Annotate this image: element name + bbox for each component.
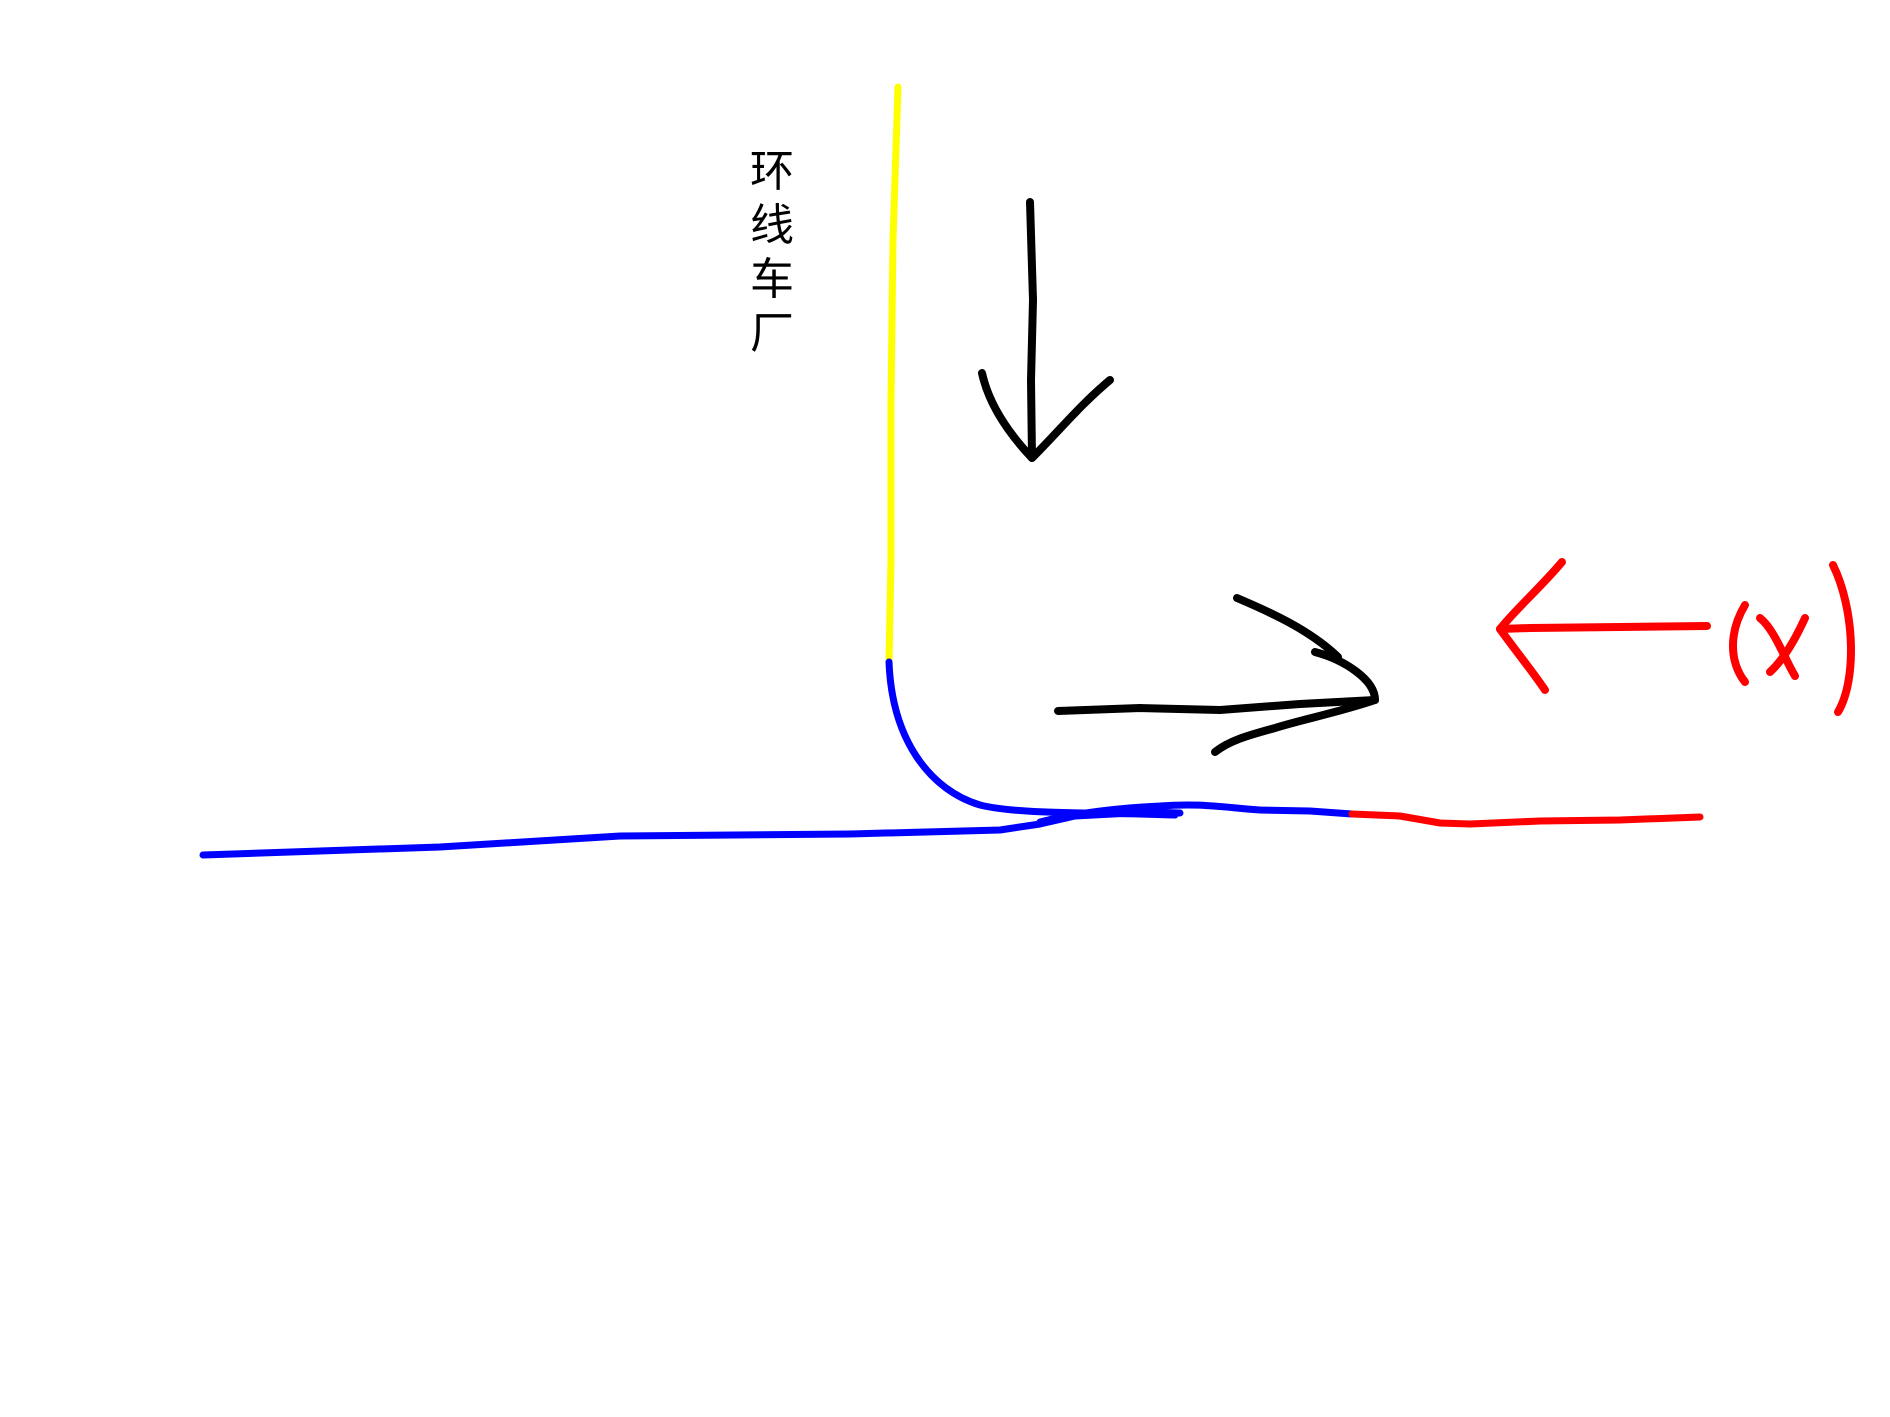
red-left-paren bbox=[1729, 601, 1749, 686]
depot-label-char-4: 厂 bbox=[750, 308, 794, 359]
right-arrow-head bbox=[1211, 594, 1379, 756]
red-x-mark bbox=[1756, 614, 1809, 680]
right-arrow bbox=[1054, 696, 1379, 715]
down-arrow-head bbox=[978, 369, 1114, 462]
red-left-arrow-head bbox=[1496, 558, 1566, 694]
depot-connector-blue bbox=[885, 658, 1179, 819]
depot-track-yellow bbox=[885, 83, 902, 666]
main-line-blue-right bbox=[1036, 801, 1356, 826]
main-line-blue bbox=[199, 808, 1184, 859]
depot-label-char-2: 线 bbox=[750, 200, 794, 251]
red-left-arrow bbox=[1496, 622, 1711, 633]
down-arrow bbox=[1026, 198, 1037, 462]
depot-label-char-1: 环 bbox=[750, 146, 794, 197]
depot-label-char-3: 车 bbox=[750, 254, 794, 305]
red-right-paren bbox=[1829, 561, 1855, 716]
red-track-segment bbox=[1348, 810, 1704, 828]
